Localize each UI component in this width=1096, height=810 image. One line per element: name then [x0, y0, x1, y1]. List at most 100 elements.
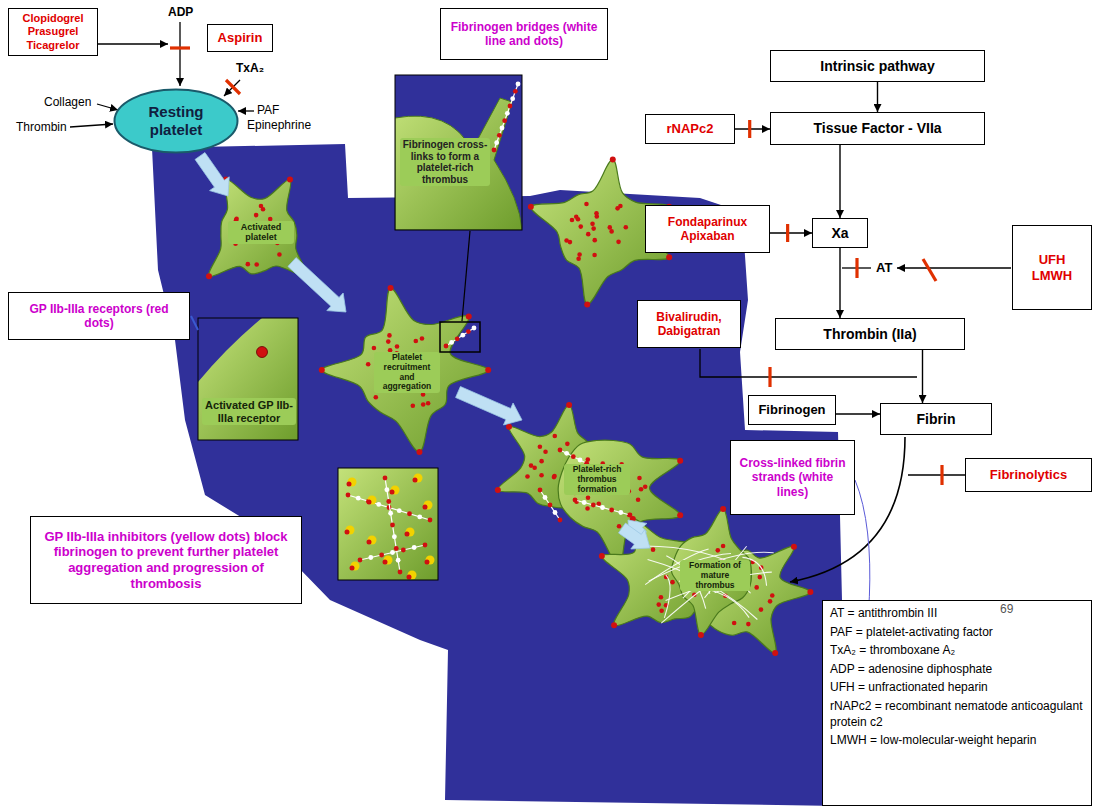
- fibrinogen-dot: [394, 546, 399, 551]
- node-text: rNAPc2: [667, 121, 714, 137]
- receptor-dot: [372, 346, 377, 351]
- inhibitor-bar: [768, 367, 771, 387]
- abbreviation-text: AT = antithrombin III: [830, 606, 937, 622]
- abbreviation-text: PAF = platelet-activating factor: [830, 625, 993, 641]
- receptor-dot: [757, 575, 762, 580]
- fibrinogen-bridge: [494, 84, 518, 150]
- receptor-dot: [413, 478, 418, 483]
- fibrinogen-bridge: [348, 495, 430, 520]
- receptor-dot: [611, 622, 617, 628]
- receptor-dot: [350, 566, 355, 571]
- receptor-dot: [259, 204, 264, 209]
- receptor-dot: [637, 476, 642, 481]
- fibrinogen-dot: [407, 511, 412, 516]
- fibrinogen-dot: [609, 508, 614, 513]
- zoom-square: [440, 322, 480, 352]
- receptor-dot: [659, 595, 664, 600]
- receptor-dot: [670, 580, 675, 585]
- node-text: Intrinsic pathway: [820, 58, 934, 75]
- receptor-dot: [590, 222, 595, 227]
- node-text: Clopidogrel Prasugrel Ticagrelor: [13, 12, 93, 52]
- fibrin-strand: [648, 559, 758, 619]
- factor-box: Xa: [812, 218, 868, 248]
- node-text: Aspirin: [218, 30, 263, 46]
- receptor-dot: [577, 252, 582, 257]
- receptor-dot: [659, 608, 664, 613]
- inhibitor-bar: [226, 80, 240, 94]
- node-text: Fibrin: [917, 411, 956, 428]
- node-text: GP IIb-IIIa inhibitors (yellow dots) blo…: [36, 529, 296, 591]
- fibrinogen-dot: [384, 487, 389, 492]
- fibrinogen-bridge: [446, 328, 474, 346]
- inhibitor-bar: [855, 258, 858, 278]
- inhibitor-dot: [426, 556, 435, 565]
- inhibitor-dot: [414, 474, 423, 483]
- receptor-dot: [374, 395, 379, 400]
- fibrinogen-dot: [383, 476, 388, 481]
- platelet-oval: Resting platelet: [113, 88, 239, 154]
- platelet-ellipse: [115, 90, 238, 153]
- factor-label: AT: [874, 260, 894, 277]
- receptor-dot: [677, 458, 683, 464]
- stage-label: Formation of mature thrombus: [680, 560, 750, 591]
- receptor-dot: [570, 218, 575, 223]
- receptor-dot: [388, 285, 394, 291]
- receptor-dot: [599, 553, 605, 559]
- fibrinogen-dot: [346, 493, 351, 498]
- receptor-dot: [414, 339, 419, 344]
- fibrinogen-dot: [412, 545, 417, 550]
- receptor-dot: [586, 232, 591, 237]
- receptor-dot: [407, 575, 412, 580]
- receptor-dot: [721, 544, 726, 549]
- inset-caption: Activated GP IIb-IIIa receptor: [202, 398, 296, 425]
- inhibitor-dot: [424, 501, 433, 510]
- fibrinogen-dot: [508, 104, 513, 109]
- fibrinogen-dot: [513, 89, 518, 94]
- inhibitor-dot: [384, 556, 393, 565]
- abbreviation-text: LMWH = low-molecular-weight heparin: [830, 733, 1036, 749]
- fibrinogen-dot: [505, 111, 510, 116]
- callout-box: Fibrinogen bridges (white line and dots): [440, 8, 608, 60]
- platelet: [672, 509, 752, 635]
- inhibitor-bar: [786, 224, 789, 242]
- inhibitor-dot: [368, 496, 377, 505]
- receptor-dot: [617, 524, 622, 529]
- inhibitor-bar: [170, 46, 190, 49]
- platelet-surface: [395, 98, 522, 230]
- receptor-dot: [770, 593, 775, 598]
- node-text: Bivalirudin, Dabigatran: [643, 310, 735, 339]
- receptor-dot: [566, 402, 572, 408]
- node-text: Cross-linked fibrin strands (white lines…: [736, 456, 849, 499]
- arrow-line: [238, 110, 254, 111]
- fibrin-strand: [664, 575, 670, 618]
- fibrinogen-dot: [492, 148, 497, 153]
- abbreviation-text: rNAPc2 = recombinant nematode anticoagul…: [830, 699, 1084, 730]
- fibrinogen-dot: [368, 555, 373, 560]
- arrow-line: [897, 267, 1011, 268]
- node-text: Fibrinogen bridges (white line and dots): [446, 20, 602, 49]
- fibrinogen-dot: [356, 496, 361, 501]
- agonist-label: ADP: [168, 6, 193, 20]
- fibrinogen-dot: [571, 454, 576, 459]
- inset-border: [198, 318, 298, 440]
- fibrinogen-dot: [392, 534, 397, 539]
- receptor-dot: [495, 487, 501, 493]
- receptor-dot: [367, 500, 372, 505]
- fibrinogen-dot: [516, 82, 521, 87]
- receptor-dot: [754, 585, 759, 590]
- agonist-label: PAF: [257, 104, 279, 118]
- inhibitor-dot: [351, 562, 360, 571]
- fibrinogen-dot: [591, 503, 596, 508]
- receptor-dot: [387, 333, 392, 338]
- inhibitor-dot: [406, 528, 415, 537]
- receptor-dot: [565, 442, 570, 447]
- inhibitor-dot: [391, 486, 400, 495]
- receptor-dot: [347, 482, 352, 487]
- receptor-dot: [395, 344, 400, 349]
- receptor-dot: [732, 621, 737, 626]
- node-text: GP IIb-IIIa receptors (red dots): [24, 302, 174, 331]
- fibrinogen-dot: [398, 570, 403, 575]
- receptor-dot: [715, 548, 720, 553]
- receptor-dot: [287, 177, 293, 183]
